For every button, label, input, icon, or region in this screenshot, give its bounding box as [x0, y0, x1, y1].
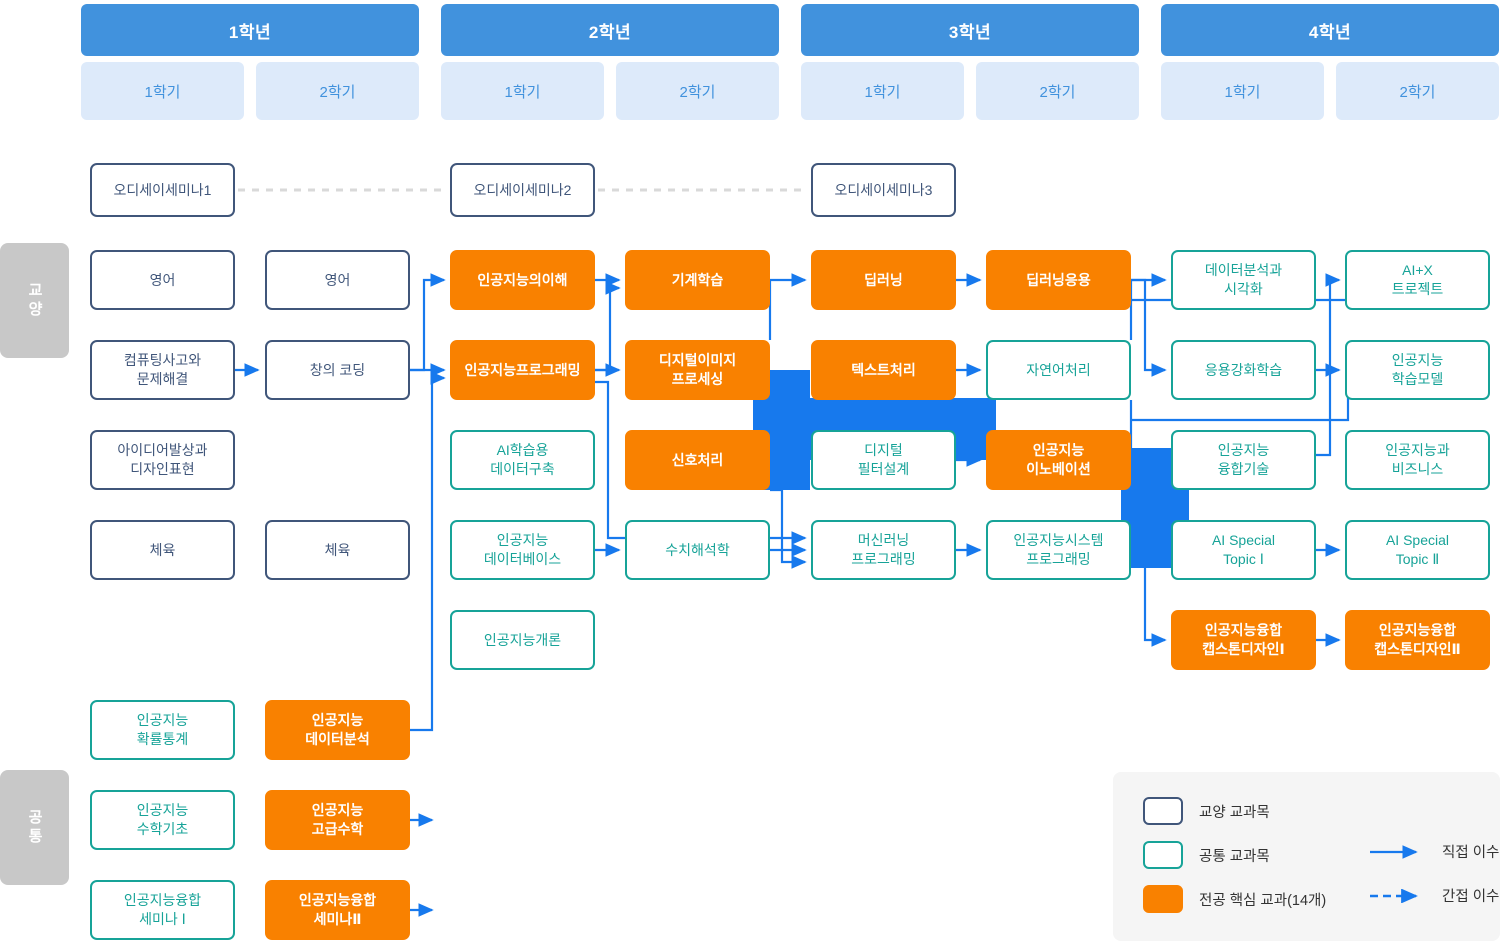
course-node-eng1[interactable]: 영어 [90, 250, 235, 310]
course-node-idea[interactable]: 아이디어발상과 디자인표현 [90, 430, 235, 490]
course-node-ml[interactable]: 기계학습 [625, 250, 770, 310]
course-node-conv[interactable]: 인공지능 융합기술 [1171, 430, 1316, 490]
course-node-sem2[interactable]: 오디세이세미나2 [450, 163, 595, 217]
semester-header-4: 2학기 [616, 62, 779, 120]
legend-label-indirect: 간접 이수 [1442, 889, 1500, 905]
course-node-sem1[interactable]: 오디세이세미나1 [90, 163, 235, 217]
course-node-comp[interactable]: 컴퓨팅사고와 문제해결 [90, 340, 235, 400]
legend-swatch-gyoyang [1143, 797, 1183, 825]
course-node-semi2[interactable]: 인공지능융합 세미나Ⅱ [265, 880, 410, 940]
course-node-dlapp[interactable]: 딥러닝응용 [986, 250, 1131, 310]
legend-panel: 교양 교과목 공통 교과목 전공 핵심 교과(14개) 직접 이수 간접 이수 [1113, 772, 1500, 941]
legend-label-direct: 직접 이수 [1442, 845, 1500, 861]
course-node-aisys[interactable]: 인공지능시스템 프로그래밍 [986, 520, 1131, 580]
course-node-semi1[interactable]: 인공지능융합 세미나 Ⅰ [90, 880, 235, 940]
year-header-1: 1학년 [81, 4, 419, 56]
year-header-3: 3학년 [801, 4, 1139, 56]
course-node-advm[interactable]: 인공지능 고급수학 [265, 790, 410, 850]
course-node-aiintro[interactable]: 인공지능개론 [450, 610, 595, 670]
course-node-dl[interactable]: 딥러닝 [811, 250, 956, 310]
dashed-arrow-icon [1370, 888, 1418, 903]
course-node-biz[interactable]: 인공지능과 비즈니스 [1345, 430, 1490, 490]
year-header-4: 4학년 [1161, 4, 1499, 56]
legend-label-gyoyang: 교양 교과목 [1199, 804, 1270, 821]
legend-row-indirect: 간접 이수 [1368, 885, 1499, 906]
course-node-aiprog[interactable]: 인공지능프로그래밍 [450, 340, 595, 400]
semester-header-1: 1학기 [81, 62, 244, 120]
course-node-cap2[interactable]: 인공지능융합 캡스톤디자인Ⅱ [1345, 610, 1490, 670]
category-label-gyoyang: 교양 [0, 243, 69, 358]
semester-header-5: 1학기 [801, 62, 964, 120]
semester-header-6: 2학기 [976, 62, 1139, 120]
solid-arrow-icon [1370, 844, 1418, 859]
semester-header-7: 1학기 [1161, 62, 1324, 120]
course-node-numer[interactable]: 수치해석학 [625, 520, 770, 580]
legend-row-major: 전공 핵심 교과(14개) [1143, 885, 1326, 913]
semester-header-3: 1학기 [441, 62, 604, 120]
course-node-prob[interactable]: 인공지능 확률통계 [90, 700, 235, 760]
course-node-cap1[interactable]: 인공지능융합 캡스톤디자인Ⅰ [1171, 610, 1316, 670]
course-node-nlp[interactable]: 자연어처리 [986, 340, 1131, 400]
course-node-aix[interactable]: AI+X 트로젝트 [1345, 250, 1490, 310]
course-node-text[interactable]: 텍스트처리 [811, 340, 956, 400]
course-node-spec2[interactable]: AI Special Topic Ⅱ [1345, 520, 1490, 580]
course-node-pe2[interactable]: 체육 [265, 520, 410, 580]
legend-swatch-major [1143, 885, 1183, 913]
semester-header-8: 2학기 [1336, 62, 1499, 120]
course-node-sem3[interactable]: 오디세이세미나3 [811, 163, 956, 217]
legend-label-major: 전공 핵심 교과(14개) [1199, 892, 1327, 909]
course-node-aidata[interactable]: AI학습용 데이터구축 [450, 430, 595, 490]
legend-swatch-gongtong [1143, 841, 1183, 869]
year-header-2: 2학년 [441, 4, 779, 56]
course-node-aidb[interactable]: 인공지능 데이터베이스 [450, 520, 595, 580]
course-node-pe1[interactable]: 체육 [90, 520, 235, 580]
course-node-eng2[interactable]: 영어 [265, 250, 410, 310]
course-node-spec1[interactable]: AI Special Topic Ⅰ [1171, 520, 1316, 580]
course-node-davis[interactable]: 데이터분석과 시각화 [1171, 250, 1316, 310]
legend-label-gongtong: 공통 교과목 [1199, 848, 1270, 865]
course-node-innov[interactable]: 인공지능 이노베이션 [986, 430, 1131, 490]
category-label-gongtong: 공통 [0, 770, 69, 885]
course-node-signal[interactable]: 신호처리 [625, 430, 770, 490]
course-node-dip[interactable]: 디지털이미지 프로세싱 [625, 340, 770, 400]
course-node-filter[interactable]: 디지털 필터설계 [811, 430, 956, 490]
course-node-math[interactable]: 인공지능 수학기초 [90, 790, 235, 850]
semester-header-2: 2학기 [256, 62, 419, 120]
legend-row-gyoyang: 교양 교과목 [1143, 797, 1270, 825]
course-node-rl[interactable]: 응용강화학습 [1171, 340, 1316, 400]
legend-row-gongtong: 공통 교과목 [1143, 841, 1270, 869]
course-node-aiund[interactable]: 인공지능의이해 [450, 250, 595, 310]
course-node-mlprog[interactable]: 머신러닝 프로그래밍 [811, 520, 956, 580]
course-node-code[interactable]: 창의 코딩 [265, 340, 410, 400]
course-node-aimdl[interactable]: 인공지능 학습모델 [1345, 340, 1490, 400]
course-node-dana[interactable]: 인공지능 데이터분석 [265, 700, 410, 760]
legend-row-direct: 직접 이수 [1368, 841, 1499, 862]
